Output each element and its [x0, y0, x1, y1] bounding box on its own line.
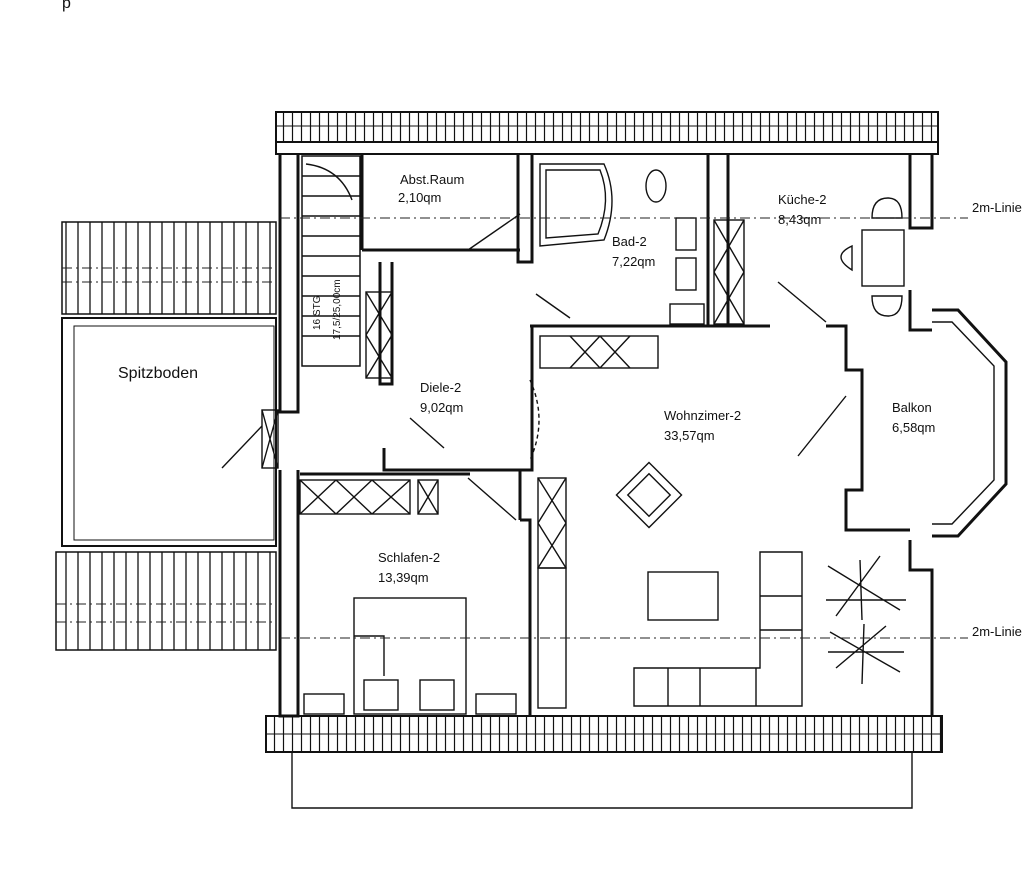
- room-area-diele: 9,02qm: [420, 400, 463, 415]
- header-fragment: p: [62, 0, 71, 12]
- chair-icon: [840, 244, 853, 272]
- coffee-table-icon: [647, 571, 719, 621]
- room-name-bad: Bad-2: [612, 234, 647, 249]
- spitzboden-area: [55, 221, 277, 651]
- room-area-abst-raum: 2,10qm: [398, 190, 441, 205]
- line-label-bottom: 2m-Linie: [972, 624, 1022, 639]
- sink-icon: [675, 257, 697, 291]
- plant-icon: [826, 555, 906, 685]
- sofa-icon: [633, 551, 803, 707]
- room-area-balkon: 6,58qm: [892, 420, 935, 435]
- kitchen-table-icon: [861, 229, 905, 287]
- room-name-schlafen: Schlafen-2: [378, 550, 440, 565]
- living-furniture: [615, 461, 803, 707]
- roof-strip-bottom: [265, 715, 943, 809]
- balcony-bay: [932, 308, 1008, 538]
- bed-icon: [303, 597, 517, 715]
- room-name-diele: Diele-2: [420, 380, 461, 395]
- room-area-schlafen: 13,39qm: [378, 570, 429, 585]
- doors: [221, 213, 847, 521]
- room-name-abst-raum: Abst.Raum: [400, 172, 464, 187]
- spitzboden-label: Spitzboden: [118, 365, 198, 382]
- room-area-wohnzimmer: 33,57qm: [664, 428, 715, 443]
- line-label-top: 2m-Linie: [972, 200, 1022, 215]
- room-area-kueche: 8,43qm: [778, 212, 821, 227]
- chair-icon: [871, 295, 903, 317]
- outer-walls: [278, 154, 934, 718]
- staircase: [301, 155, 361, 367]
- chair-icon: [871, 197, 903, 219]
- roof-strip-top: [275, 111, 939, 155]
- room-name-kueche: Küche-2: [778, 192, 826, 207]
- room-name-balkon: Balkon: [892, 400, 932, 415]
- stair-dimension-label: 17,5/25,00cm: [332, 279, 343, 340]
- armchair-icon: [615, 461, 683, 529]
- toilet-icon: [645, 169, 667, 203]
- stair-steps-label: 16 STG: [312, 295, 323, 330]
- room-name-wohnzimmer: Wohnzimer-2: [664, 408, 741, 423]
- kitchen-fixtures: [840, 197, 905, 317]
- sink-icon: [675, 217, 697, 251]
- room-area-bad: 7,22qm: [612, 254, 655, 269]
- cabinets: [261, 219, 745, 709]
